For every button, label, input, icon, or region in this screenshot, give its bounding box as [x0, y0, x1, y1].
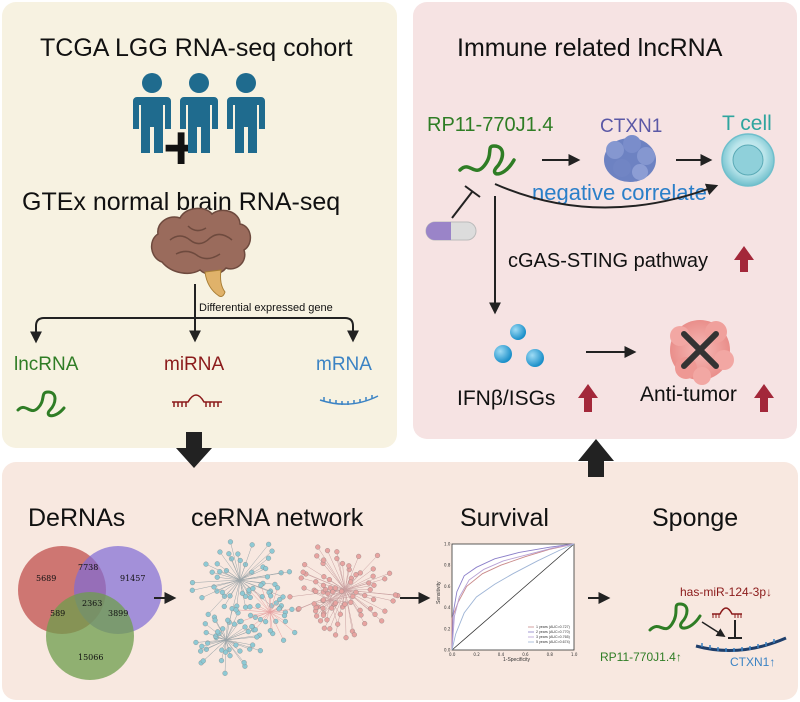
- roc-legend-entry: 1 years (AUC=0.727): [536, 625, 570, 629]
- rp11-squiggle-icon: [458, 144, 516, 176]
- mirna-icon: [172, 394, 222, 407]
- roc-ytick: 0.6: [444, 584, 451, 589]
- sponge-mirna-hairpin: [712, 607, 742, 615]
- roc-xtick: 0.6: [522, 652, 529, 657]
- roc-xtick: 1.0: [571, 652, 578, 657]
- roc-ticks: 0.0 0.2 0.4 0.6 0.8 1.0 0.0 0.2 0.4 0.6 0.8 1.0: [444, 542, 578, 658]
- lncrna-icon: [16, 390, 66, 418]
- sponge-ctxn1-label: CTXN1↑: [730, 655, 776, 669]
- right-panel-arrows: [489, 154, 719, 358]
- roc-xtick: 0.4: [498, 652, 505, 657]
- ctxn1-protein-icon: [604, 135, 656, 182]
- sponge-mrna-strand: [695, 636, 787, 652]
- roc-ytick: 0.2: [444, 626, 451, 631]
- ifn-balls-icon: [494, 324, 544, 367]
- cerna-title: ceRNA network: [191, 504, 364, 532]
- sponge-mirna-label: has-miR-124-3p↓: [680, 585, 773, 599]
- sponge-graphic: [648, 602, 787, 652]
- survival-title: Survival: [460, 504, 549, 532]
- roc-xlabel: 1-Specificity: [503, 657, 530, 663]
- up-arrow-red-icons: [578, 246, 774, 412]
- venn-diagram: [18, 546, 162, 680]
- roc-legend-entry: 2 years (AUC=0.770): [536, 630, 570, 634]
- cohort-title: TCGA LGG RNA-seq cohort: [40, 34, 353, 62]
- pill-icon: [425, 221, 477, 241]
- roc-xtick: 0.0: [449, 652, 456, 657]
- down-arrow-left: [176, 432, 212, 468]
- sponge-lnc-squiggle: [648, 602, 702, 632]
- mirna-label: miRNA: [164, 354, 225, 375]
- derna-title: DeRNAs: [28, 504, 126, 532]
- lncrna-label: lncRNA: [14, 354, 79, 375]
- tcell-label: T cell: [722, 112, 772, 135]
- roc-curves: [451, 543, 575, 651]
- immune-title: Immune related lncRNA: [457, 34, 723, 62]
- roc-ytick: 0.0: [444, 648, 451, 653]
- sponge-lnc-label: RP11-770J1.4↑: [600, 650, 682, 664]
- roc-curve-4: [451, 543, 575, 651]
- tumor-icon: [670, 320, 734, 385]
- right-panel: [413, 2, 797, 439]
- inhibition-line: [451, 185, 481, 219]
- person-icon-2: [180, 73, 218, 153]
- cerna-network: [189, 539, 401, 676]
- roc-curve-2: [451, 543, 575, 651]
- venn-labels: 5689 7738 91457 589 2363 3899 15066: [36, 563, 145, 662]
- sponge-title: Sponge: [652, 504, 739, 532]
- gtex-title: GTEx normal brain RNA-seq: [22, 188, 341, 216]
- venn-purple-only: 91457: [120, 574, 145, 583]
- person-icon-1: [133, 73, 171, 153]
- deg-label: Differential expressed gene: [199, 302, 333, 314]
- venn-red-purple: 7738: [78, 563, 98, 572]
- ifn-label: IFNβ/ISGs: [457, 387, 556, 410]
- up-arrow-right: [578, 439, 614, 477]
- roc-curve-3: [451, 543, 575, 651]
- roc-ytick: 0.8: [444, 563, 451, 568]
- roc-ytick: 0.4: [444, 605, 451, 610]
- roc-xtick: 0.2: [473, 652, 480, 657]
- venn-red-green: 589: [50, 609, 65, 618]
- venn-red-only: 5689: [36, 574, 56, 583]
- roc-legend: 1 years (AUC=0.727)2 years (AUC=0.770)3 …: [528, 625, 570, 644]
- roc-ylabel: Sensitivity: [436, 581, 442, 604]
- tcell-icon: [721, 133, 775, 187]
- roc-ytick: 1.0: [444, 542, 451, 547]
- venn-green-only: 15066: [78, 653, 103, 662]
- venn-purple-green: 3899: [108, 609, 128, 618]
- brain-icon: [150, 207, 252, 297]
- roc-plot: 0.0 0.2 0.4 0.6 0.8 1.0 0.0 0.2 0.4 0.6 0.8 1.0 Sen…: [436, 542, 578, 664]
- roc-legend-entry: 5 years (AUC=0.674): [536, 640, 570, 644]
- deg-tree: [30, 284, 359, 344]
- cgas-sting-label: cGAS-STING pathway: [508, 250, 709, 272]
- venn-center: 2363: [82, 599, 102, 608]
- ctxn1-label: CTXN1: [600, 116, 663, 137]
- mrna-icon: [319, 395, 379, 405]
- negative-correlate-label: negative correlate: [532, 180, 707, 205]
- person-icon-3: [227, 73, 265, 153]
- mrna-label: mRNA: [316, 354, 372, 375]
- roc-curve-1: [451, 543, 575, 650]
- roc-legend-entry: 3 years (AUC=0.765): [536, 635, 570, 639]
- roc-xtick: 0.8: [547, 652, 554, 657]
- antitumor-label: Anti-tumor: [640, 383, 737, 406]
- gene-label: RP11-770J1.4: [427, 114, 554, 136]
